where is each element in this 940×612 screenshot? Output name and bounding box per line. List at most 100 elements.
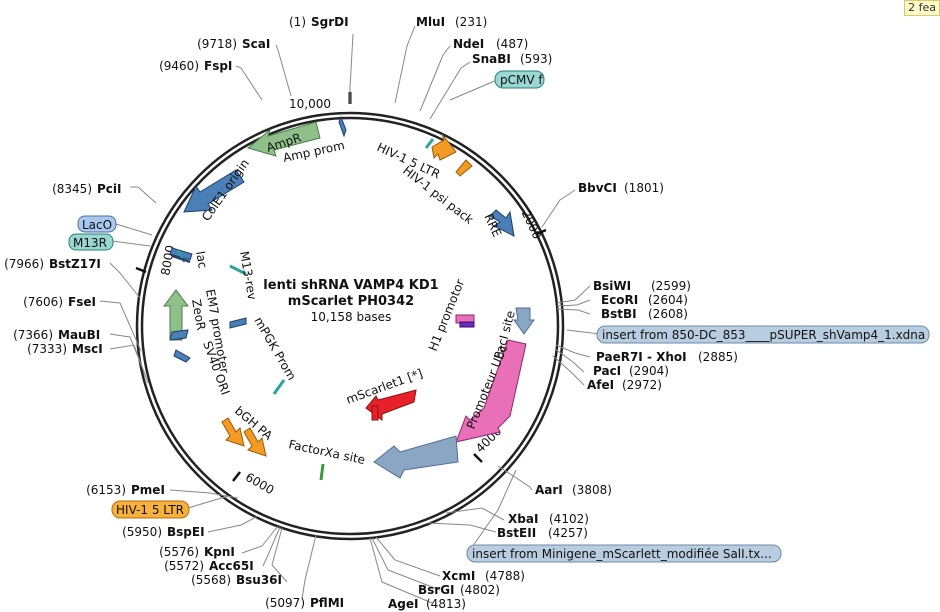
site-pos: (4257): [548, 526, 588, 540]
feature-m13rev-marker[interactable]: [229, 264, 247, 276]
badge-label: insert from 850-DC_853____pSUPER_shVamp4…: [602, 328, 925, 342]
site-pos: (5097): [265, 596, 305, 610]
feature-h1-marker[interactable]: [455, 314, 475, 328]
site-afei[interactable]: AfeI (2972): [587, 378, 662, 392]
badge-label: pCMV f: [500, 73, 543, 87]
site-bspei[interactable]: (5950) BspEI: [122, 525, 204, 539]
badge-insert-minigene[interactable]: insert from Minigene_mScarlett_modifiée …: [466, 544, 782, 563]
badge-label: insert from Minigene_mScarlett_modifiée …: [472, 547, 772, 561]
site-fsei[interactable]: (7606) FseI: [23, 295, 96, 309]
site-pos: (5950): [122, 525, 162, 539]
site-name: PmeI: [131, 483, 165, 497]
site-leader-lines: [99, 25, 602, 604]
plasmid-backbone: [135, 111, 565, 541]
site-pos: (4813): [426, 597, 466, 611]
site-bsiwi[interactable]: BsiWI (2599): [593, 279, 691, 293]
site-name: FspI: [204, 59, 232, 73]
site-scai[interactable]: (9718) ScaI: [197, 37, 270, 51]
site-pos: (9460): [159, 59, 199, 73]
feature-pgk-marker[interactable]: [229, 317, 286, 395]
tick-2000: [536, 228, 547, 236]
site-snabi[interactable]: SnaBI (593): [472, 52, 552, 66]
map-title-line2: mScarlet PH0342: [288, 294, 414, 309]
feature-rre[interactable]: [489, 209, 515, 237]
site-pos: (231): [455, 15, 487, 29]
site-name: SnaBI: [472, 52, 511, 66]
site-bsrgi[interactable]: BsrGI (4802): [418, 583, 500, 597]
tick-label-10000: 10,000: [289, 97, 331, 111]
site-name: BstEII: [497, 526, 536, 540]
site-maubi[interactable]: (7366) MauBI: [13, 328, 100, 342]
site-name: MluI: [416, 15, 445, 29]
site-pflmi[interactable]: (5097) PflMI: [265, 596, 344, 610]
feature-zeor[interactable]: [163, 289, 191, 363]
feature-insert-arrow[interactable]: [373, 435, 459, 479]
feature-amp-prom-marker[interactable]: [338, 115, 347, 138]
feature-bgh-pa[interactable]: [221, 417, 267, 457]
site-name: FseI: [68, 295, 96, 309]
feature-cole1[interactable]: [183, 169, 245, 213]
site-pos: (2904): [629, 364, 669, 378]
site-pos: (9718): [197, 37, 237, 51]
site-pos: (4788): [485, 569, 525, 583]
site-pos: (8345): [52, 182, 92, 196]
site-name: BspEI: [167, 525, 205, 539]
site-name: BsiWI: [593, 279, 631, 293]
badge-label: HIV-1 5 LTR: [116, 503, 184, 517]
site-bsteii[interactable]: BstEII (4257): [497, 526, 588, 540]
site-xcmi[interactable]: XcmI (4788): [442, 569, 525, 583]
site-name: PacI: [593, 364, 621, 378]
site-pos: (7966): [4, 257, 44, 271]
site-pos: (7333): [27, 342, 67, 356]
feature-ubc[interactable]: [455, 339, 527, 443]
site-name: PciI: [97, 182, 122, 196]
badge-insert-pSUPER[interactable]: insert from 850-DC_853____pSUPER_shVamp4…: [596, 325, 930, 344]
badge-pcmv[interactable]: pCMV f: [449, 70, 545, 101]
site-acc65i[interactable]: (5572) Acc65I: [164, 559, 254, 573]
site-mlui[interactable]: MluI (231): [416, 15, 487, 29]
site-name: NdeI: [453, 37, 484, 51]
site-pmei[interactable]: (6153) PmeI: [86, 483, 165, 497]
feature-paci-site[interactable]: [513, 307, 535, 335]
site-name: SgrDI: [311, 15, 349, 29]
site-name: XcmI: [442, 569, 475, 583]
site-ndei[interactable]: NdeI (487): [453, 37, 528, 51]
site-sgrdi[interactable]: (1) SgrDI: [289, 15, 349, 29]
site-aari[interactable]: AarI (3808): [535, 483, 612, 497]
site-name: BstZ17I: [49, 257, 101, 271]
site-xbai[interactable]: XbaI (4102): [508, 512, 589, 526]
site-name: Acc65I: [209, 559, 254, 573]
feature-hiv-ltr-arrow[interactable]: [424, 133, 457, 161]
feature-lac[interactable]: [169, 247, 193, 263]
site-bbvci[interactable]: BbvCI (1801): [578, 181, 664, 195]
site-name: AfeI: [587, 378, 614, 392]
feature-factorxa-marker[interactable]: [319, 463, 325, 481]
tick-label-6000: 6000: [243, 470, 276, 497]
site-paer7i-xhoi[interactable]: PaeR7I - XhoI (2885): [596, 350, 738, 364]
site-pos: (3808): [572, 483, 612, 497]
badge-label: M13R: [73, 236, 107, 250]
site-name: ScaI: [242, 37, 270, 51]
badge-hiv-ltr[interactable]: HIV-1 5 LTR: [111, 495, 229, 519]
site-bstz17i[interactable]: (7966) BstZ17I: [4, 257, 101, 271]
site-pos: (7606): [23, 295, 63, 309]
badge-laco[interactable]: LacO: [77, 215, 153, 236]
site-fspi[interactable]: (9460) FspI: [159, 59, 232, 73]
site-kpni[interactable]: (5576) KpnI: [159, 545, 235, 559]
feature-mscarlet[interactable]: [365, 389, 417, 421]
site-name: BstBI: [601, 307, 637, 321]
feature-psi-pack[interactable]: [455, 159, 473, 177]
site-name: EcoRI: [601, 293, 638, 307]
site-paci[interactable]: PacI (2904): [593, 364, 669, 378]
site-pos: (2599): [651, 279, 691, 293]
site-bsu36i[interactable]: (5568) Bsu36I: [191, 573, 282, 587]
site-name: MauBI: [58, 328, 100, 342]
site-bstbi[interactable]: BstBI (2608): [601, 307, 688, 321]
site-ecori[interactable]: EcoRI (2604): [601, 293, 688, 307]
site-pcii[interactable]: (8345) PciI: [52, 182, 121, 196]
site-name: BsrGI: [418, 583, 455, 597]
badge-m13r[interactable]: M13R: [68, 233, 151, 251]
site-agei[interactable]: AgeI (4813): [388, 597, 466, 611]
site-msci[interactable]: (7333) MscI: [27, 342, 103, 356]
